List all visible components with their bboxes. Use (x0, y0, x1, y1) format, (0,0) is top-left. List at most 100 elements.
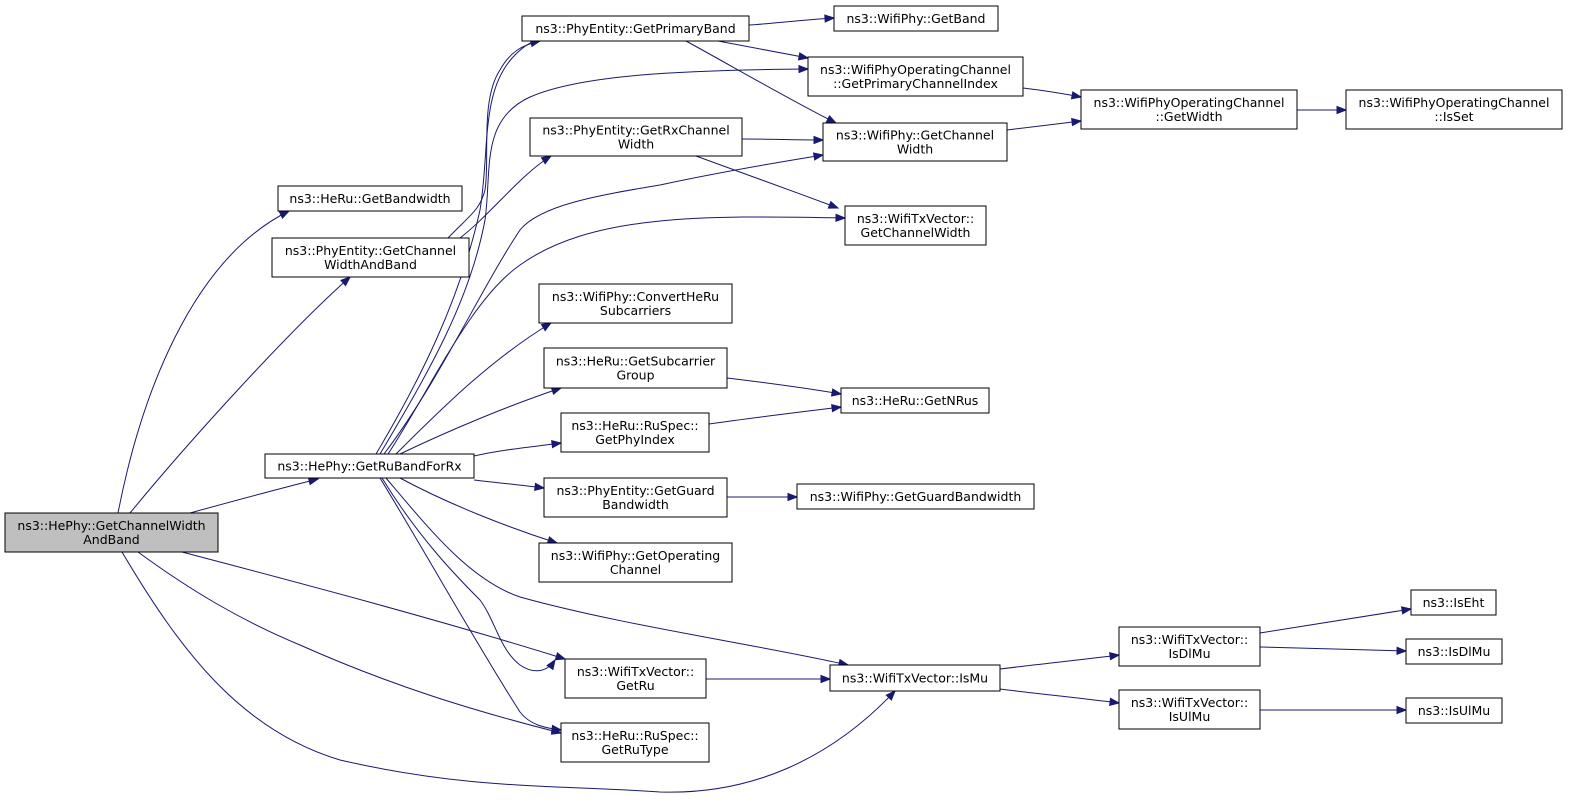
node-box (538, 283, 733, 324)
node-box (560, 412, 710, 453)
edge-line (129, 276, 351, 514)
node-label-line: ns3::PhyEntity::GetPrimaryBand (535, 21, 735, 36)
edge-line (385, 477, 849, 666)
node-wifiphy-getguardbandwidth[interactable]: ns3::WifiPhy::GetGuardBandwidth (796, 483, 1035, 510)
edge-phyentity_getprimaryband-to-wifiphy_getchannelwidth (685, 40, 838, 124)
node-label-line: ns3::WifiPhy::GetChannel (836, 128, 994, 143)
node-box (822, 122, 1008, 162)
node-wifiphy-getband[interactable]: ns3::WifiPhy::GetBand (833, 5, 999, 32)
node-phyentity-getprimaryband[interactable]: ns3::PhyEntity::GetPrimaryBand (521, 15, 750, 42)
edge-root-to-heru_ruspec_getrutype (137, 551, 563, 735)
node-label-line: ns3::HePhy::GetRuBandForRx (277, 459, 461, 474)
edge-root-to-hephy_getrubandforrx (189, 477, 320, 514)
node-wifiphyopchan-isset[interactable]: ns3::WifiPhyOperatingChannel::IsSet (1345, 89, 1563, 130)
arrowhead (824, 14, 836, 23)
arrowhead (1109, 697, 1121, 706)
arrowhead (813, 135, 825, 145)
node-box (1405, 697, 1503, 724)
edge-line (117, 210, 290, 514)
edge-wifitxvector_ismu-to-wifitxvector_isulmu (999, 688, 1121, 706)
edge-line (717, 40, 809, 59)
node-label-line: ns3::WifiTxVector:: (1131, 695, 1248, 710)
edge-hephy_getrubandforrx-to-wifiphy_convertherusubcarriers (395, 322, 553, 455)
edge-wifitxvector_isulmu-to-isulmu (1260, 705, 1408, 715)
node-label-line: WidthAndBand (324, 257, 417, 272)
edges-layer (117, 14, 1413, 793)
node-label-line: GetChannelWidth (861, 225, 971, 240)
node-label-line: ns3::WifiPhyOperatingChannel (1359, 95, 1550, 110)
node-wifiphy-getchannelwidth[interactable]: ns3::WifiPhy::GetChannelWidth (822, 122, 1008, 162)
node-wifitxvector-getru[interactable]: ns3::WifiTxVector::GetRu (564, 658, 707, 699)
node-label-line: ns3::WifiPhyOperatingChannel (1094, 95, 1285, 110)
arrowhead (307, 477, 320, 486)
edge-line (748, 17, 835, 26)
node-label-line: ns3::WifiTxVector::IsMu (842, 671, 988, 686)
node-wifiphyopchan-getwidth[interactable]: ns3::WifiPhyOperatingChannel::GetWidth (1080, 89, 1298, 130)
node-isulmu[interactable]: ns3::IsUlMu (1405, 697, 1503, 724)
arrowhead (797, 52, 810, 61)
edge-wifiphyopchan_getprimarychannelindex-to-wifiphyopchan_getwidth (1022, 87, 1083, 100)
node-hephy-getrubandforrx[interactable]: ns3::HePhy::GetRuBandForRx (264, 453, 475, 479)
node-heru-ruspec-getphyindex[interactable]: ns3::HeRu::RuSpec::GetPhyIndex (560, 412, 710, 453)
node-box (521, 15, 750, 42)
node-box (543, 347, 728, 389)
node-box (529, 117, 743, 157)
arrowhead (825, 114, 838, 124)
arrowhead (798, 64, 810, 74)
node-iseht[interactable]: ns3::IsEht (1410, 589, 1497, 616)
node-label-line: Bandwidth (602, 497, 669, 512)
node-label-line: ns3::WifiPhyOperatingChannel (820, 62, 1011, 77)
node-isdlmu[interactable]: ns3::IsDlMu (1405, 638, 1503, 665)
node-heru-ruspec-getrutype[interactable]: ns3::HeRu::RuSpec::GetRuType (560, 722, 710, 763)
edge-root-to-wifitxvector_getru (181, 551, 567, 661)
node-wifitxvector-getchannelwidth[interactable]: ns3::WifiTxVector::GetChannelWidth (844, 205, 987, 246)
node-label-line: ns3::IsEht (1423, 595, 1485, 610)
arrowhead (546, 658, 556, 671)
edge-hephy_getrubandforrx-to-phyentity_getguardbandwidth (473, 479, 546, 492)
node-heru-getnrus[interactable]: ns3::HeRu::GetNRus (840, 387, 990, 414)
node-label-line: ::IsSet (1434, 109, 1473, 124)
node-label-line: Width (618, 137, 654, 152)
arrowhead (1336, 105, 1348, 115)
node-wifitxvector-ismu[interactable]: ns3::WifiTxVector::IsMu (829, 664, 1001, 692)
node-box (560, 722, 710, 763)
node-phyentity-getguardbandwidth[interactable]: ns3::PhyEntity::GetGuardBandwidth (543, 477, 728, 518)
node-box (538, 542, 733, 583)
node-label-line: ns3::WifiPhy::ConvertHeRu (552, 289, 719, 304)
arrowhead (1400, 606, 1413, 615)
node-label-line: ns3::WifiTxVector:: (857, 211, 974, 226)
node-wifitxvector-isdlmu[interactable]: ns3::WifiTxVector::IsDlMu (1118, 626, 1261, 667)
edge-line (181, 551, 566, 660)
node-heru-getbandwidth[interactable]: ns3::HeRu::GetBandwidth (277, 185, 463, 212)
edge-line (999, 654, 1120, 670)
node-label-line: ns3::WifiTxVector:: (1131, 632, 1248, 647)
node-box (829, 664, 1001, 692)
node-box (1118, 689, 1261, 730)
edge-hephy_getrubandforrx-to-wifitxvector_getru (381, 477, 556, 672)
node-label-line: ns3::HePhy::GetChannelWidth (17, 518, 205, 533)
edge-wifitxvector_ismu-to-wifitxvector_isdlmu (999, 652, 1121, 670)
edge-line (395, 322, 552, 455)
arrowhead (540, 322, 553, 332)
edge-line (1259, 646, 1407, 652)
arrowhead (551, 724, 563, 734)
node-box (796, 483, 1035, 510)
arrowhead (1396, 705, 1408, 715)
edge-line (473, 479, 545, 489)
edge-hephy_getrubandforrx-to-heru_ruspec_getphyindex (473, 440, 563, 457)
arrowhead (1396, 646, 1408, 656)
node-label-line: ns3::IsDlMu (1418, 644, 1491, 659)
node-wifitxvector-isulmu[interactable]: ns3::WifiTxVector::IsUlMu (1118, 689, 1261, 730)
node-wifiphyopchan-getprimarychannelindex[interactable]: ns3::WifiPhyOperatingChannel::GetPrimary… (807, 56, 1024, 97)
node-label-line: IsDlMu (1168, 646, 1210, 661)
nodes-layer: ns3::HePhy::GetChannelWidthAndBandns3::H… (4, 5, 1563, 763)
edge-line (1006, 120, 1082, 131)
node-label-line: ns3::HeRu::RuSpec:: (571, 418, 698, 433)
